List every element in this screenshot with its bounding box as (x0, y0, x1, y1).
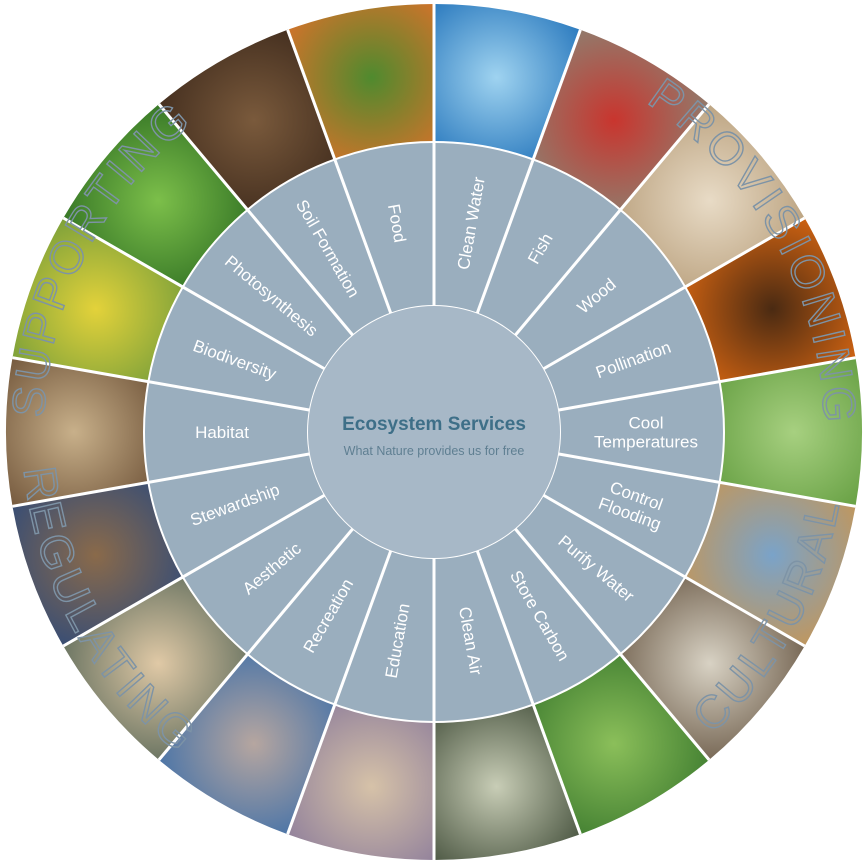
segment-fish (477, 159, 621, 336)
divider-line (557, 452, 856, 508)
divider-line (157, 527, 355, 761)
segment-cool-temperatures (558, 381, 724, 483)
photo-bee-on-sunflower (685, 218, 856, 382)
photo-misty-forest (434, 704, 581, 860)
photo-seedling-in-hands (158, 29, 335, 210)
photo-ring (5, 4, 862, 860)
segment-clean-water (434, 142, 534, 314)
center-title: Ecosystem Services (342, 414, 526, 435)
service-ring (144, 142, 724, 722)
photo-shade-trees (719, 357, 862, 507)
divider-line (157, 103, 355, 337)
photo-water-faucet (434, 4, 581, 160)
divider-line (557, 356, 856, 412)
divider-line (286, 549, 393, 835)
segment-habitat (144, 381, 310, 483)
segment-control-flooding (543, 453, 720, 577)
photo-mountain-lake (63, 577, 248, 760)
segment-wood (514, 209, 686, 369)
segment-soil-formation (247, 159, 391, 336)
ring-dividers (12, 4, 856, 860)
photo-green-leaf (63, 104, 248, 287)
photo-yellowthroat-bird (12, 218, 183, 382)
divider-line (286, 29, 393, 315)
divider-line (513, 103, 711, 337)
photo-wetland-mountains (685, 482, 856, 646)
ring-border (143, 141, 725, 723)
photo-forest-stream (620, 577, 805, 760)
segment-store-carbon (477, 528, 621, 705)
segment-education (334, 550, 434, 722)
segment-photosynthesis (182, 209, 354, 369)
divider-line (542, 216, 806, 371)
divider-line (62, 493, 326, 648)
segment-clean-air (434, 550, 534, 722)
photo-wooden-boards (620, 104, 805, 287)
segment-aesthetic (182, 495, 354, 655)
divider-line (513, 527, 711, 761)
segment-stewardship (148, 453, 325, 577)
photo-salmon-on-gravel (533, 29, 710, 210)
photo-hikers-on-shore (158, 654, 335, 835)
photo-volunteers-planting (12, 482, 183, 646)
photo-child-exploring (287, 704, 434, 860)
divider-line (475, 549, 582, 835)
segment-food (334, 142, 434, 314)
divider-line (62, 216, 326, 371)
divider-line (12, 356, 311, 412)
segment-biodiversity (148, 287, 325, 411)
divider-line (475, 29, 582, 315)
segment-purify-water (514, 495, 686, 655)
photo-owl (5, 357, 149, 507)
center-disc (308, 306, 560, 558)
segment-pollination (543, 287, 720, 411)
photo-mossy-trees (533, 654, 710, 835)
center-hub: Ecosystem Services What Nature provides … (308, 306, 560, 558)
divider-line (542, 493, 806, 648)
label-habitat: Habitat (195, 423, 249, 442)
divider-line (12, 452, 311, 508)
segment-recreation (247, 528, 391, 705)
center-subtitle: What Nature provides us for free (344, 444, 525, 458)
photo-vegetables (287, 4, 434, 160)
